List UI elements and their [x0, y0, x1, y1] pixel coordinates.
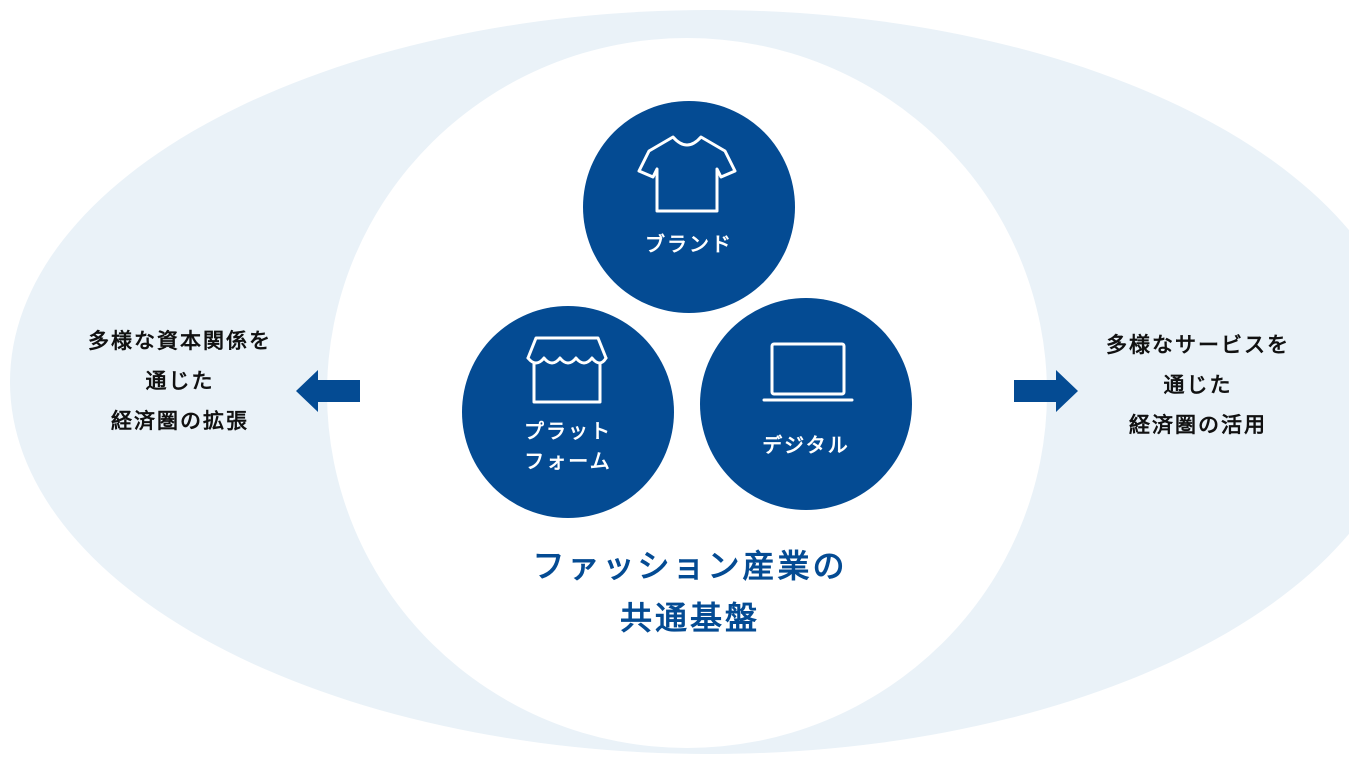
- platform-circle: プラット フォーム: [462, 306, 674, 518]
- digital-label: デジタル: [762, 433, 850, 457]
- arrow-left-icon: [296, 370, 360, 412]
- left-expansion-text: 多様な資本関係を 通じた 経済圏の拡張: [88, 329, 272, 433]
- brand-label: ブランド: [645, 232, 733, 256]
- right-utilization-text: 多様なサービスを 通じた 経済圏の活用: [1106, 333, 1290, 437]
- brand-circle: ブランド: [583, 101, 795, 313]
- platform-label: プラット フォーム: [524, 419, 612, 473]
- arrow-right-icon: [1014, 370, 1078, 412]
- laptop-icon: [762, 342, 854, 402]
- storefront-icon: [526, 336, 608, 404]
- tshirt-icon: [637, 135, 737, 213]
- digital-circle: デジタル: [700, 298, 912, 510]
- core-title: ファッション産業の 共通基盤: [532, 547, 848, 637]
